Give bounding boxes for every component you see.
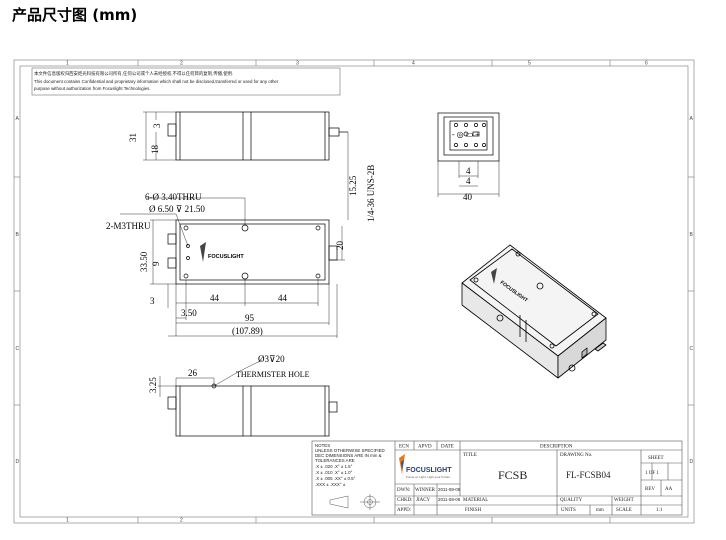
dim-therm-hole: Ø3⊽20 <box>258 354 285 364</box>
row-label: A <box>16 116 20 122</box>
pin-label: - ◎ ▭ + <box>452 130 480 139</box>
chkd-date: 2011-08-08 <box>438 497 461 502</box>
dim-44b: 44 <box>278 293 288 303</box>
col-label: 1 <box>66 61 69 67</box>
drawing-no-value: FL-FCSB04 <box>566 470 611 480</box>
dim-3: 3 <box>152 123 162 128</box>
col-label: 5 <box>528 61 531 67</box>
dim-18: 18 <box>150 145 160 155</box>
dim-3b: 3 <box>150 296 155 306</box>
title-block <box>311 440 683 516</box>
chkd-name: JIACY <box>416 498 431 503</box>
side-view-bottom <box>158 359 338 437</box>
dwn-name: WINNER <box>415 488 436 493</box>
title-block-notes: NOTES UNLESS OTHERWISE SPECIFIED DEC DIM… <box>315 443 385 510</box>
note-line: .XXX ± .XXX° ± <box>315 482 346 487</box>
dim-95: 95 <box>245 313 255 323</box>
plan-view-logo: FOCUSLIGHT <box>200 242 244 262</box>
dim-holes-2: Ø 6.50 ⊽ 21.50 <box>149 204 205 214</box>
dim-40: 40 <box>463 192 473 202</box>
row-label: B <box>690 232 694 238</box>
note-line: TOLERANCES ARE <box>315 458 355 463</box>
chkd-label: CHKD: <box>397 498 413 503</box>
dim-3-25: 3.25 <box>148 377 158 393</box>
confidentiality-notice: 本文件信息版权归西安炬光科技有限公司所有,任何公司或个人未经授权,不得以任何目的… <box>31 67 341 96</box>
row-label: D <box>690 459 694 465</box>
isometric-view <box>461 244 607 379</box>
date-label: DATE <box>441 445 454 450</box>
frame-column-labels: 1 2 3 4 5 6 1 2 A B C D A B C D <box>16 61 694 524</box>
apvd-label: APVD <box>418 445 432 450</box>
page-title: 产品尺寸图 (mm) <box>12 6 138 24</box>
sheet-label: SHEET <box>648 456 664 461</box>
dim-m3: 2-M3THRU <box>106 221 151 231</box>
col-label: 2 <box>180 61 183 67</box>
appd-label: APPD: <box>397 508 411 513</box>
dim-26: 26 <box>188 368 198 378</box>
note-line: .X ± .020 .X° ± 1.5° <box>315 464 353 469</box>
title-label: TITLE <box>463 453 477 458</box>
dim-9: 9 <box>151 261 161 266</box>
sheet-value: 1 OF 1 <box>645 471 659 476</box>
rev-value: AA <box>665 487 673 492</box>
dim-4b: 4 <box>466 176 471 186</box>
description-label: DESCRIPTION <box>540 445 573 450</box>
dwn-label: DWN: <box>397 488 410 493</box>
scale-value: 1:1 <box>656 508 663 513</box>
tb-logo-sub: Focus on Light, Light your Future <box>406 475 450 479</box>
units-value: mm <box>596 508 604 513</box>
note-line: NOTES <box>315 443 330 448</box>
dim-107-89: (107.89) <box>232 326 263 336</box>
quality-label: QUALITY <box>560 498 583 503</box>
scale-label: SCALE <box>616 508 632 513</box>
dwn-date: 2011-08-08 <box>438 487 461 492</box>
dim-4a: 4 <box>466 166 471 176</box>
notice-line: 本文件信息版权归西安炬光科技有限公司所有,任何公司或个人未经授权,不得以任何目的… <box>34 70 233 77</box>
dim-thread: 1/4-36 UNS-2B <box>366 165 376 222</box>
notice-line: purpose without authorization from Focus… <box>34 86 151 91</box>
row-label: B <box>16 232 20 238</box>
drawing-no-label: DRAWING No. <box>560 453 592 458</box>
dim-31: 31 <box>128 133 138 142</box>
dim-33-50: 33.50 <box>139 251 149 272</box>
dim-44a: 44 <box>210 293 220 303</box>
therm-label: THERMISTER HOLE <box>236 370 310 379</box>
plan-logo-text: FOCUSLIGHT <box>208 254 244 260</box>
dim-20: 20 <box>335 241 345 251</box>
rev-label: REV <box>645 487 655 492</box>
side-view-top <box>143 111 349 220</box>
note-line: .X ± .005 .XX° ± 0.5° <box>315 476 356 481</box>
dim-15-25: 15.25 <box>348 175 358 196</box>
col-label: 6 <box>645 61 648 67</box>
tb-logo-text: FOCUSLIGHT <box>406 467 452 474</box>
col-label: 4 <box>412 61 415 67</box>
col-label: 1 <box>66 518 69 524</box>
units-label: UNITS <box>561 508 576 513</box>
end-view <box>437 112 500 197</box>
dim-holes-1: 6-Ø 3.40THRU <box>145 192 202 202</box>
notice-line: This document contains Confidential and … <box>34 79 279 84</box>
projection-symbol-icon <box>329 494 380 510</box>
row-label: C <box>16 346 20 352</box>
plan-view <box>120 197 345 338</box>
finish-label: FINISH <box>465 508 482 513</box>
row-label: C <box>690 346 694 352</box>
note-line: .X ± .010 .X° ± 1.0° <box>315 470 353 475</box>
col-label: 3 <box>296 61 299 67</box>
ecn-label: ECN <box>399 445 409 450</box>
drawing-frame <box>13 59 695 524</box>
material-label: MATERIAL <box>463 498 488 503</box>
note-line: DEC DIMENSIONS ARE IN mm & <box>315 453 382 458</box>
title-block-text: ECN APVD DATE DESCRIPTION TITLE DRAWING … <box>397 445 673 514</box>
title-value: FCSB <box>498 468 527 482</box>
col-label: 2 <box>180 518 183 524</box>
row-label: D <box>16 459 20 465</box>
dim-3-50: 3.50 <box>181 308 197 318</box>
row-label: A <box>690 116 694 122</box>
note-line: UNLESS OTHERWISE SPECIFIED <box>315 448 385 453</box>
weight-label: WEIGHT <box>614 498 634 503</box>
title-block-logo: FOCUSLIGHT Focus on Light, Light your Fu… <box>399 454 452 479</box>
